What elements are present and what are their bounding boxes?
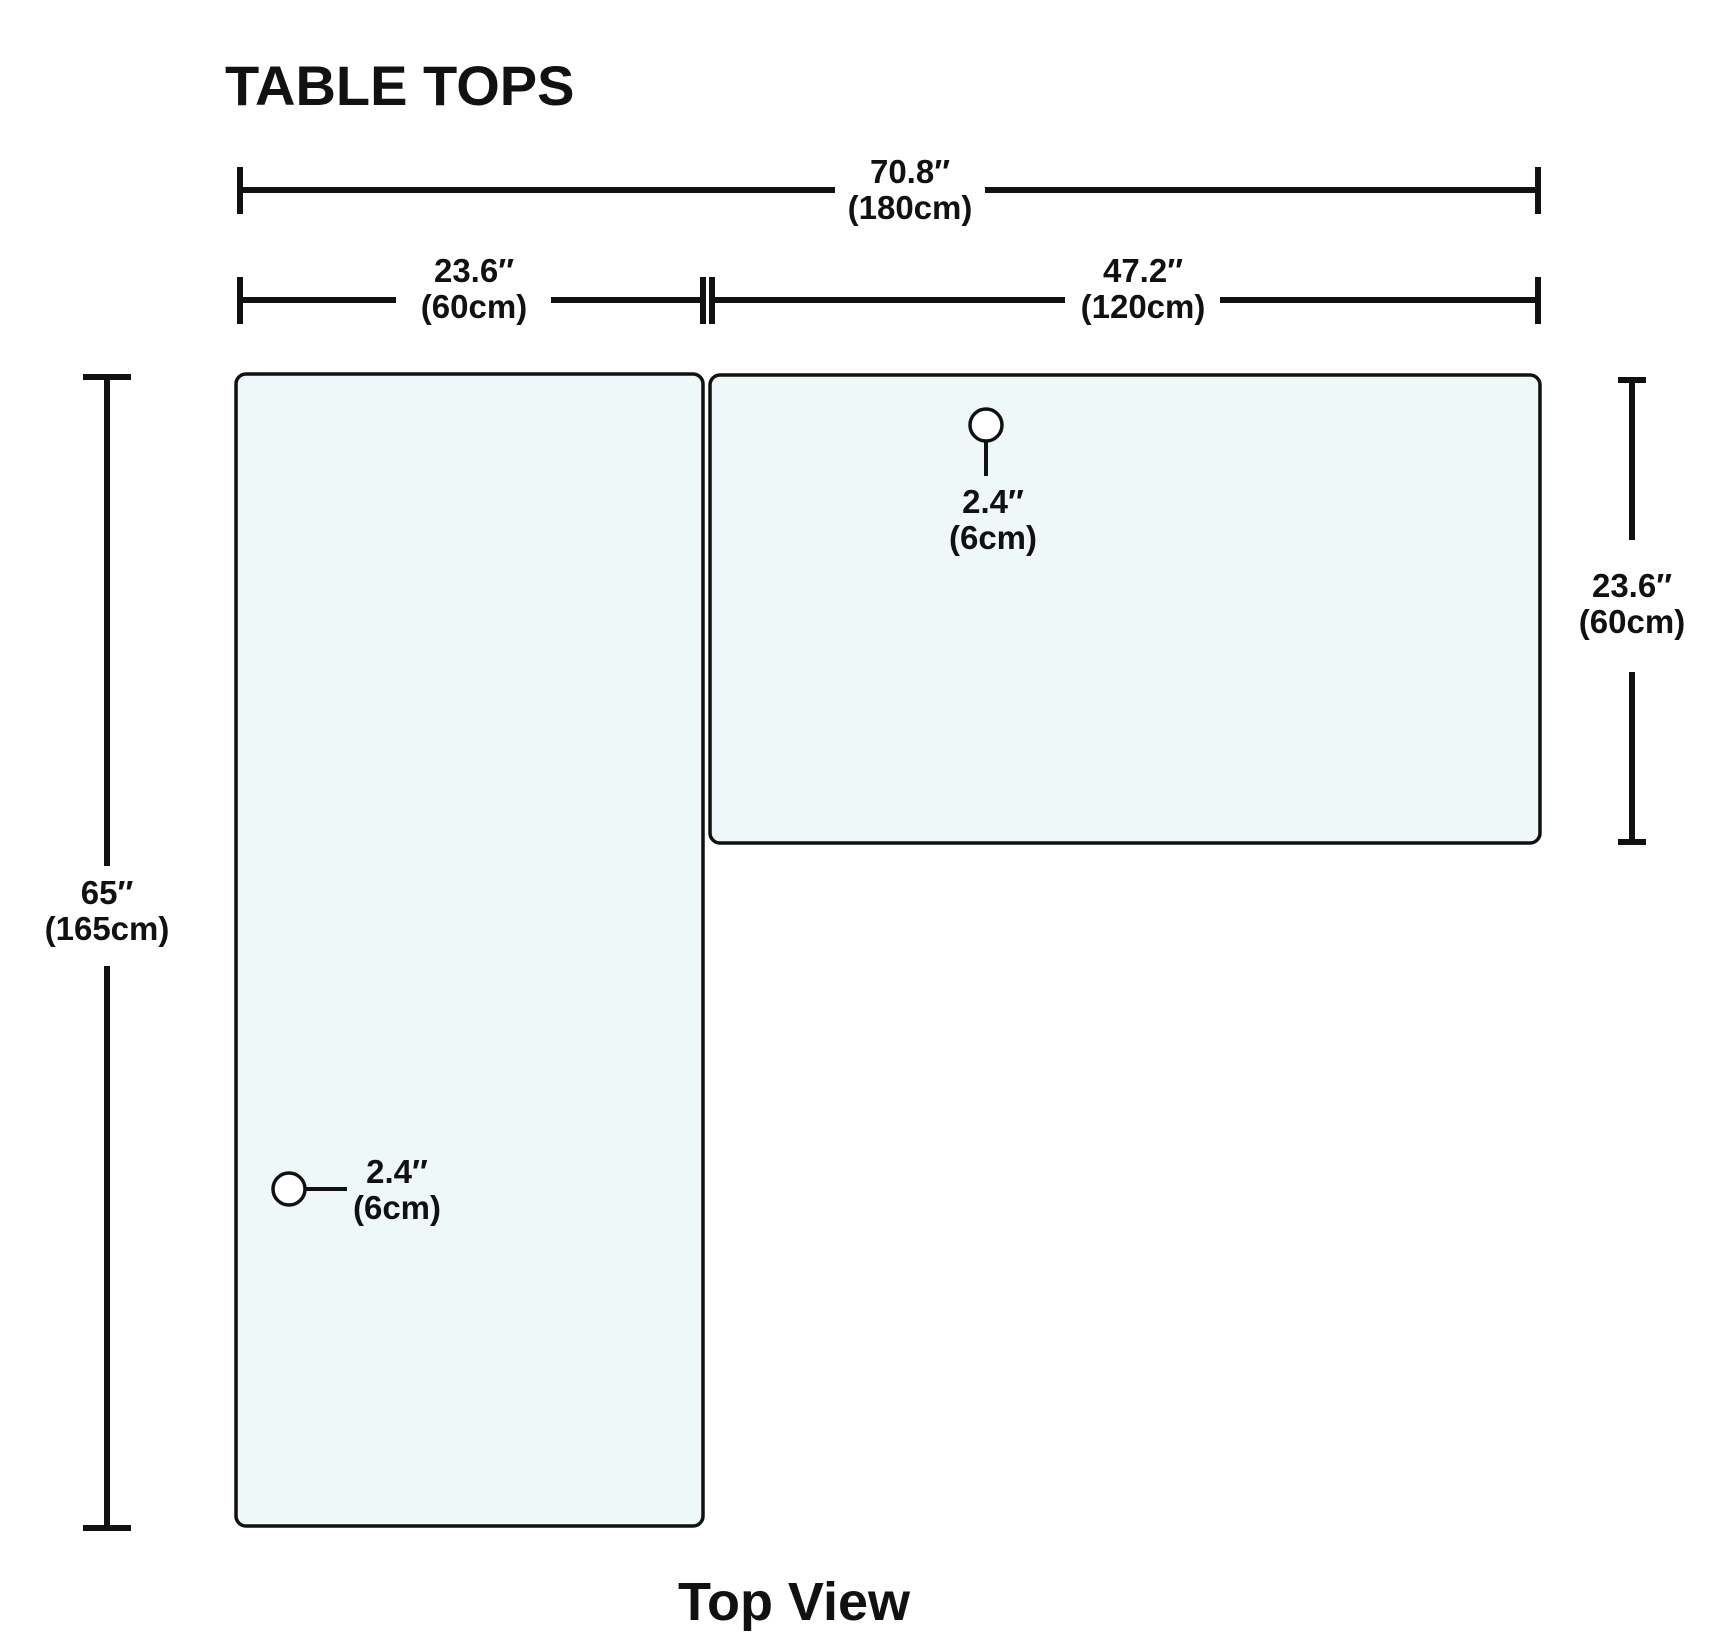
- hole-label-in: 2.4″: [962, 483, 1024, 520]
- total-width-dimension: 70.8″ (180cm): [237, 153, 1541, 226]
- left-table-top: [234, 372, 705, 1528]
- hole-label-cm: (6cm): [949, 519, 1037, 556]
- right-grommet-hole: 2.4″ (6cm): [949, 407, 1037, 556]
- dimension-label-in: 70.8″: [870, 153, 950, 190]
- dimension-label-in: 23.6″: [434, 252, 514, 289]
- grommet-hole-icon: [968, 407, 1004, 443]
- diagram-title: TABLE TOPS: [225, 54, 575, 117]
- left-grommet-hole: 2.4″ (6cm): [271, 1153, 441, 1226]
- right-depth-dimension: 23.6″ (60cm): [1579, 377, 1685, 845]
- dimension-label-cm: (60cm): [1579, 603, 1685, 640]
- dimension-label-cm: (120cm): [1081, 288, 1206, 325]
- hole-label-cm: (6cm): [353, 1189, 441, 1226]
- dimension-label-in: 65″: [81, 874, 134, 911]
- right-table-top: [708, 373, 1542, 845]
- grommet-hole-icon: [271, 1171, 307, 1207]
- hole-label-in: 2.4″: [366, 1153, 428, 1190]
- dimension-label-cm: (180cm): [848, 189, 973, 226]
- dimension-label-in: 47.2″: [1103, 252, 1183, 289]
- dimension-label-in: 23.6″: [1592, 567, 1672, 604]
- total-length-dimension: 65″ (165cm): [45, 374, 170, 1531]
- view-caption: Top View: [678, 1572, 911, 1632]
- dimension-label-cm: (60cm): [421, 288, 527, 325]
- dimension-label-cm: (165cm): [45, 910, 170, 947]
- left-width-dimension: 23.6″ (60cm): [237, 252, 706, 325]
- right-width-dimension: 47.2″ (120cm): [709, 252, 1541, 325]
